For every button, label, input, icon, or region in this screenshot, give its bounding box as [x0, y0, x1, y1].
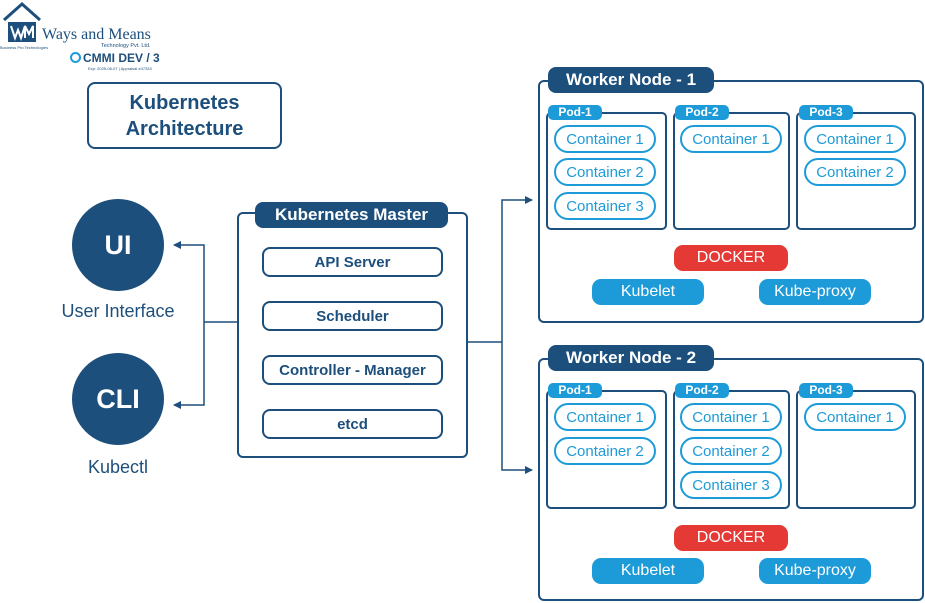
pod-label: Pod-2 [675, 105, 729, 120]
api-server: API Server [262, 247, 443, 277]
pod-label: Pod-1 [548, 383, 602, 398]
logo-appraisal: Exp: 2025-06-07 | Appraisal #47333 [88, 66, 152, 71]
container: Container 2 [554, 158, 656, 186]
etcd: etcd [262, 409, 443, 439]
pod-label: Pod-3 [799, 105, 853, 120]
container: Container 1 [554, 125, 656, 153]
container: Container 1 [804, 125, 906, 153]
container: Container 1 [680, 125, 782, 153]
ui-label: UI [104, 229, 132, 260]
company-logo [0, 0, 170, 74]
worker-1-pod-2 [673, 112, 790, 230]
logo-name: Ways and Means [42, 26, 151, 43]
component-label: API Server [314, 253, 391, 271]
arrow-to-cli [173, 322, 205, 409]
container: Container 2 [804, 158, 906, 186]
worker-2-pod-1 [546, 390, 667, 509]
arrow-to-worker-2 [501, 342, 533, 474]
logo-tagline: Business Pro Technologies [0, 45, 48, 50]
container: Container 1 [804, 403, 906, 431]
globe-icon [70, 52, 81, 63]
container: Container 3 [554, 192, 656, 220]
component-label: Controller - Manager [279, 361, 426, 379]
kubelet: Kubelet [592, 558, 704, 584]
pod-label: Pod-2 [675, 383, 729, 398]
worker-1-pod-3 [796, 112, 916, 230]
worker-1-pod-1 [546, 112, 667, 230]
ui-circle: UI [72, 199, 164, 291]
pod-label: Pod-3 [799, 383, 853, 398]
cli-label: CLI [96, 383, 140, 414]
cli-circle: CLI [72, 353, 164, 445]
wm-logo-icon [3, 2, 41, 42]
docker-badge: DOCKER [674, 245, 788, 271]
worker-node-1-label: Worker Node - 1 [548, 67, 714, 93]
worker-2-pod-2 [673, 390, 790, 509]
docker-badge: DOCKER [674, 525, 788, 551]
master-label: Kubernetes Master [255, 202, 448, 228]
container: Container 1 [680, 403, 782, 431]
kube-proxy: Kube-proxy [759, 279, 871, 305]
scheduler: Scheduler [262, 301, 443, 331]
page-title: Kubernetes Architecture [87, 82, 282, 149]
page-title-text: Kubernetes Architecture [125, 91, 244, 140]
controller-manager: Controller - Manager [262, 355, 443, 385]
container: Container 2 [680, 437, 782, 465]
cmmi-badge: CMMI DEV / 3 [70, 51, 160, 65]
container: Container 2 [554, 437, 656, 465]
worker-2-pod-3 [796, 390, 916, 509]
cmmi-label: CMMI DEV / 3 [83, 51, 160, 65]
kubelet: Kubelet [592, 279, 704, 305]
container: Container 1 [554, 403, 656, 431]
worker-node-2-label: Worker Node - 2 [548, 345, 714, 371]
worker-node-1 [538, 80, 924, 323]
component-label: Scheduler [316, 307, 389, 325]
pod-label: Pod-1 [548, 105, 602, 120]
arrow-to-worker-1 [501, 196, 533, 342]
worker-node-2 [538, 358, 924, 601]
cli-caption: Kubectl [87, 457, 149, 477]
kube-proxy: Kube-proxy [759, 558, 871, 584]
ui-caption: User Interface [61, 301, 175, 321]
component-label: etcd [337, 415, 368, 433]
arrow-to-ui [173, 241, 205, 322]
logo-subtitle: Technology Pvt. Ltd. [101, 43, 151, 49]
container: Container 3 [680, 471, 782, 499]
